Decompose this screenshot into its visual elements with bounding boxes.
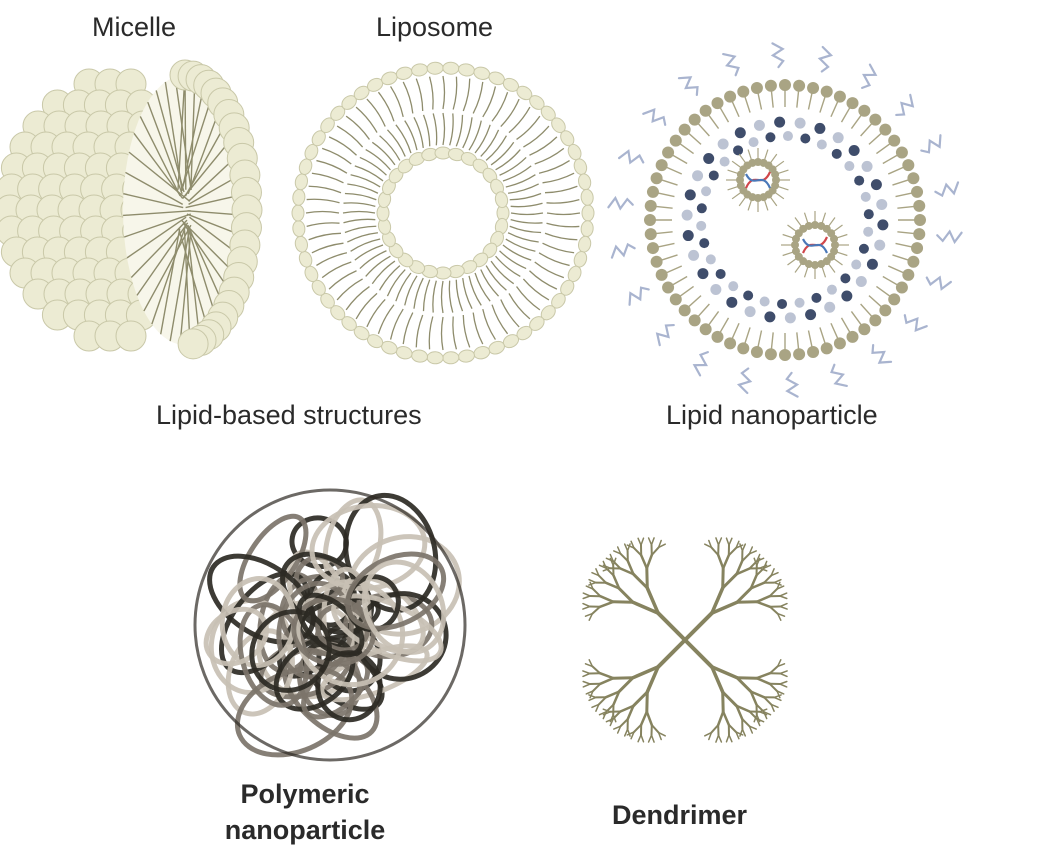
dendrimer-label: Dendrimer <box>612 800 748 830</box>
liposome-illustration <box>291 61 595 365</box>
dendrimer-illustration <box>582 537 788 743</box>
lipid-nanoparticle-label: Lipid nanoparticle <box>666 400 878 430</box>
polymeric-label-line1: Polymeric <box>240 779 370 809</box>
micelle-label: Micelle <box>92 12 177 42</box>
lipid-based-structures-label: Lipid-based structures <box>156 400 422 430</box>
polymeric-nanoparticle-illustration <box>193 488 467 762</box>
liposome-label: Liposome <box>376 12 494 42</box>
polymeric-nanoparticle-label: Polymeric nanoparticle <box>180 776 430 848</box>
micelle-illustration <box>0 59 263 360</box>
lipid-nanoparticle-illustration <box>607 42 963 398</box>
polymeric-label-line2: nanoparticle <box>224 815 386 845</box>
